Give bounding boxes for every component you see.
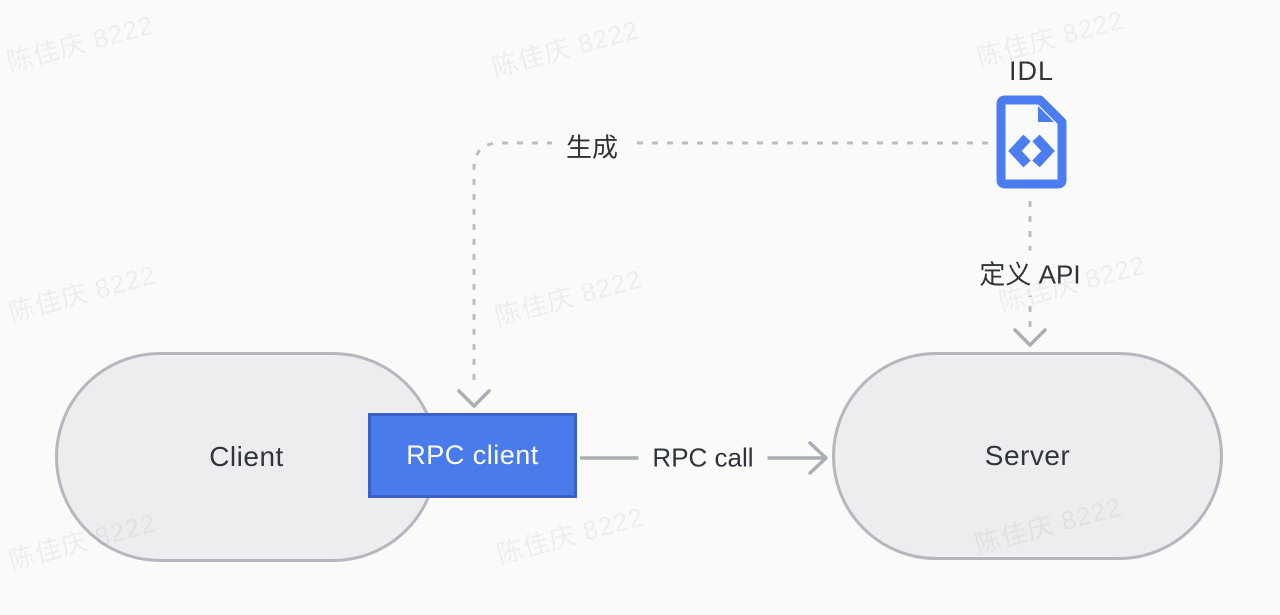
generate-edge-label: 生成 <box>551 123 633 169</box>
rpc-client-node-label: RPC client <box>406 440 539 470</box>
server-node-label: Server <box>984 440 1071 471</box>
watermark: 陈佳庆 8222 <box>488 14 643 83</box>
arrow-down-icon <box>1013 328 1047 347</box>
arrow-right-icon <box>808 441 828 475</box>
rpc-call-edge-label: RPC call <box>638 438 768 478</box>
client-node-label: Client <box>209 441 284 472</box>
server-node: Server <box>832 352 1223 560</box>
code-file-icon <box>996 95 1067 189</box>
watermark: 陈佳庆 8222 <box>491 263 646 332</box>
idl-label: IDL <box>1008 56 1055 86</box>
arrow-down-icon <box>457 389 491 408</box>
idl-node: IDL <box>993 56 1070 190</box>
define-api-edge-label: 定义 API <box>965 250 1095 296</box>
watermark: 陈佳庆 8222 <box>493 501 648 570</box>
rpc-client-node: RPC client <box>368 413 577 498</box>
watermark: 陈佳庆 8222 <box>3 9 158 78</box>
watermark: 陈佳庆 8222 <box>5 259 160 328</box>
